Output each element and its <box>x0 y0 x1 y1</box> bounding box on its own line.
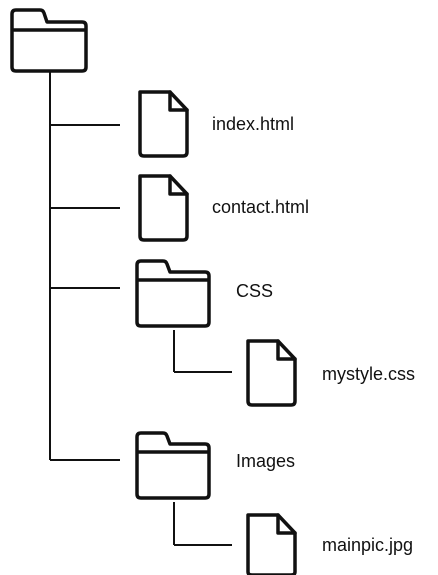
file-icon <box>138 90 189 158</box>
folder-label-css: CSS <box>236 281 274 301</box>
file-icon <box>246 339 297 407</box>
file-fold <box>168 90 189 112</box>
folder-icon <box>135 431 211 500</box>
file-fold <box>276 339 297 361</box>
folder-label-images: Images <box>236 451 296 471</box>
folder-icon <box>10 8 88 73</box>
file-fold <box>168 174 189 196</box>
file-fold <box>276 513 297 535</box>
file-icon <box>246 513 297 575</box>
folder-icon <box>135 259 211 328</box>
file-label-index: index.html <box>212 114 295 134</box>
file-label-mystyle: mystyle.css <box>322 364 416 384</box>
file-label-mainpic: mainpic.jpg <box>322 535 414 555</box>
file-icon <box>138 174 189 242</box>
file-label-contact: contact.html <box>212 197 310 217</box>
tree-connectors <box>49 72 232 546</box>
